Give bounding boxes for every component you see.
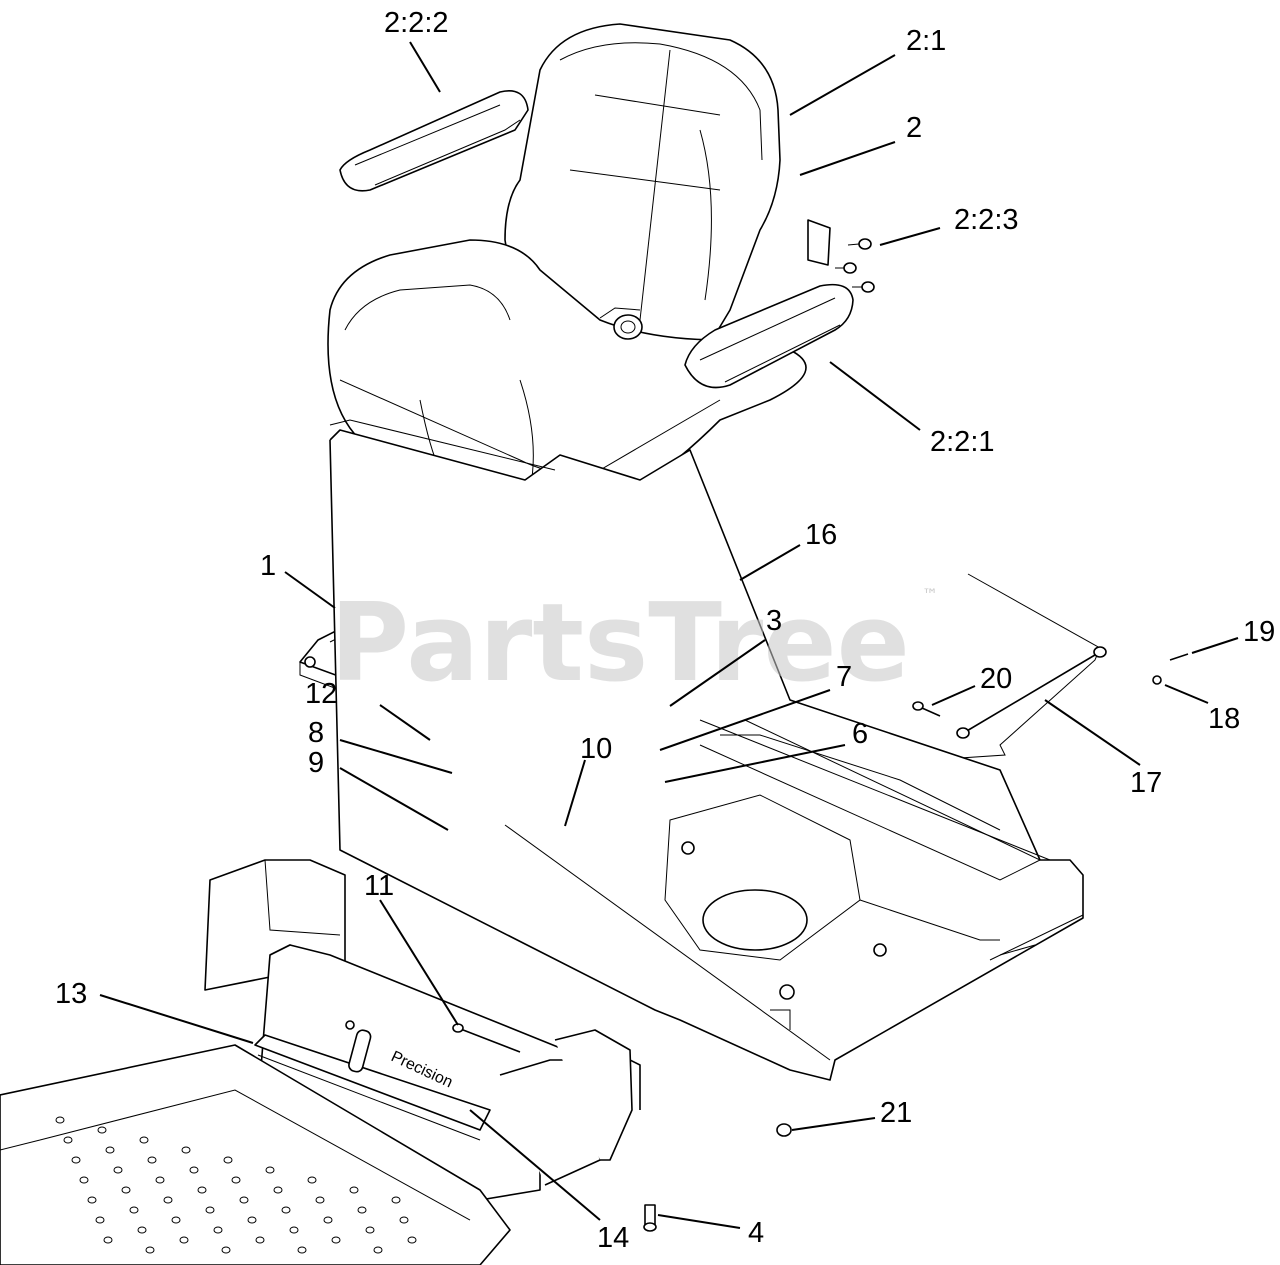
callout-2: 2 [906,112,922,144]
footplate-hole [95,1216,105,1224]
footplate-hole [239,1196,249,1204]
footplate-hole [273,1186,283,1194]
chassis-frame: Precision [204,419,1084,1232]
footplate-hole [365,1226,375,1234]
callout-labels: 2:2:2 2:1 2 2:2:3 2:2:1 16 1 3 19 12 7 2… [55,7,1275,1254]
footplate-hole [163,1196,173,1204]
footplate-hole [289,1226,299,1234]
callout-19: 19 [1243,616,1275,648]
footplate-hole [265,1166,275,1174]
footplate-hole [197,1186,207,1194]
footplate-hole [315,1196,325,1204]
callout-8: 8 [308,717,324,749]
callout-21: 21 [880,1097,912,1129]
footplate-hole [357,1206,367,1214]
footplate-hole [307,1176,317,1184]
footplate-hole [255,1236,265,1244]
leader-lines [99,41,1239,1229]
footplate-hole [297,1246,307,1254]
callout-2-2-2: 2:2:2 [384,7,449,39]
footplate-hole [399,1216,409,1224]
watermark-trademark: ™ [922,585,938,604]
screw-set [835,238,875,293]
callout-2-1: 2:1 [906,25,946,57]
footplate-hole [55,1116,65,1124]
footplate-hole [213,1226,223,1234]
footplate [0,1044,511,1265]
callout-4: 4 [748,1217,764,1249]
callout-12: 12 [305,678,337,710]
footplate-holes [55,1116,417,1254]
footplate-hole [139,1136,149,1144]
callout-17: 17 [1130,767,1162,799]
callout-10: 10 [580,733,612,765]
footplate-hole [391,1196,401,1204]
footplate-hole [171,1216,181,1224]
footplate-hole [281,1206,291,1214]
footplate-hole [63,1136,73,1144]
seat-assembly [327,23,875,700]
callout-1: 1 [260,550,276,582]
footplate-hole [105,1146,115,1154]
footplate-hole [97,1126,107,1134]
rod-assembly [912,573,1189,761]
footplate-hole [373,1246,383,1254]
footplate-hole [205,1206,215,1214]
callout-13: 13 [55,978,87,1010]
footplate-hole [87,1196,97,1204]
callout-6: 6 [852,718,868,750]
footplate-hole [121,1186,131,1194]
callout-3: 3 [766,605,782,637]
footplate-hole [189,1166,199,1174]
footplate-hole [323,1216,333,1224]
footplate-hole [147,1156,157,1164]
callout-14: 14 [597,1222,629,1254]
footplate-hole [79,1176,89,1184]
footplate-hole [137,1226,147,1234]
footplate-hole [129,1206,139,1214]
watermark-text: PartsTree [330,581,910,706]
footplate-hole [113,1166,123,1174]
footplate-hole [145,1246,155,1254]
footplate-hole [231,1176,241,1184]
footplate-hole [331,1236,341,1244]
footplate-hole [349,1186,359,1194]
callout-7: 7 [836,661,852,693]
footplate-hole [221,1246,231,1254]
footplate-hole [71,1156,81,1164]
footplate-hole [407,1236,417,1244]
callout-2-2-3: 2:2:3 [954,204,1019,236]
callout-11: 11 [364,870,394,902]
footplate-hole [179,1236,189,1244]
footplate-hole [247,1216,257,1224]
callout-9: 9 [308,747,324,779]
callout-18: 18 [1208,703,1240,735]
footplate-hole [223,1156,233,1164]
footplate-hole [181,1146,191,1154]
footplate-hole [155,1176,165,1184]
footplate-hole [103,1236,113,1244]
callout-20: 20 [980,663,1012,695]
callout-2-2-1: 2:2:1 [930,426,995,458]
callout-16: 16 [805,519,837,551]
